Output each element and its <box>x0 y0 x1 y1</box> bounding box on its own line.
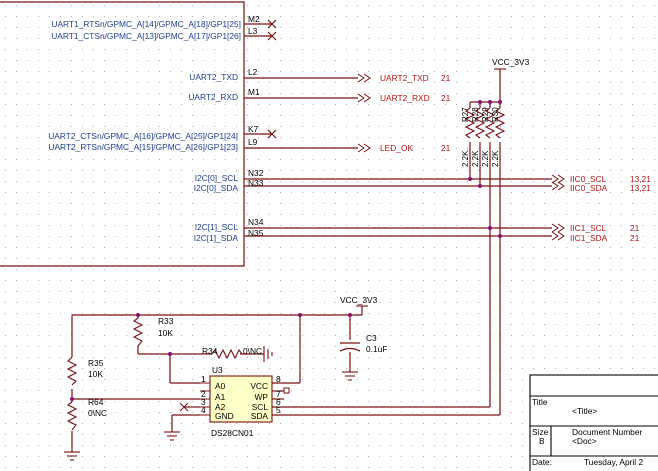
u3-pin-num-5: 5 <box>276 405 281 415</box>
u3-pin-num-4: 4 <box>201 405 206 415</box>
r34-value: 0\NC <box>243 346 262 356</box>
pin-number-n32: N32 <box>248 168 264 178</box>
u3-pin-num-1: 1 <box>201 374 206 384</box>
offpage-arrows <box>357 73 565 241</box>
offpage-iic1-scl: IIC1_SCL <box>570 223 607 233</box>
pin-label-uart2-rxd: UART2_RXD <box>188 92 238 102</box>
pin-number-l3: L3 <box>248 26 258 36</box>
lower-resistors <box>66 317 243 431</box>
r33-ref: R33 <box>158 316 174 326</box>
u3-pin-name-vcc: VCC <box>250 381 268 391</box>
pin-number-l2: L2 <box>248 67 258 77</box>
pin-number-m2: M2 <box>248 14 260 24</box>
offpage-iic0-scl-page: 13,21 <box>630 174 651 184</box>
pullup-r30-value: 2.2K <box>491 150 500 167</box>
power-stubs <box>356 68 506 307</box>
offpage-iic0-sda-page: 13,21 <box>630 183 651 193</box>
pin-label-i2c1-scl: I2C[1]_SCL <box>195 222 239 232</box>
r35-value: 10K <box>88 369 103 379</box>
r34-ref: R34 <box>202 346 218 356</box>
pin-number-n33: N33 <box>248 178 264 188</box>
r35-ref: R35 <box>88 358 104 368</box>
pin-label-i2c0-sda: I2C[0]_SDA <box>194 183 239 193</box>
u3-pin-name-sda: SDA <box>251 411 269 421</box>
pullup-r30-ref: R30 <box>491 107 500 122</box>
pin-number-l9: L9 <box>248 137 258 147</box>
pullup-r29-value: 2.2K <box>481 150 490 167</box>
offpage-led-ok: LED_OK <box>380 143 413 153</box>
ground-symbols <box>64 346 358 461</box>
pin-number-n35: N35 <box>248 228 264 238</box>
junction-dots <box>70 100 502 401</box>
offpage-iic1-sda: IIC1_SDA <box>570 233 608 243</box>
pullup-resistors <box>464 107 506 139</box>
c3-ref: C3 <box>366 333 377 343</box>
pin-label-uart2-rts: UART2_RTSn/GPMC_A[15]/GPMC_A[26]/GP1[23] <box>48 142 238 152</box>
pin-stubs <box>244 23 300 237</box>
pullup-r27-ref: R27 <box>461 107 470 122</box>
size-value: B <box>539 436 545 446</box>
offpage-iic0-scl: IIC0_SCL <box>570 174 607 184</box>
pin-number-k7: K7 <box>248 124 259 134</box>
u3-pin-name-a1: A1 <box>215 392 226 402</box>
pin-label-uart1-cts: UART1_CTSn/GPMC_A[13]/GPMC_A[17]/GP1[26] <box>51 31 241 41</box>
offpage-uart2-rxd: UART2_RXD <box>380 93 430 103</box>
u3-pin-num-3: 3 <box>201 397 206 407</box>
offpage-iic0-sda: IIC0_SDA <box>570 183 608 193</box>
offpage-iic1-sda-page: 21 <box>630 233 640 243</box>
date-label: Date: <box>532 457 552 467</box>
title-label: Title <box>532 397 548 407</box>
r64-ref: R64 <box>88 397 104 407</box>
offpage-uart2-txd: UART2_TXD <box>380 73 429 83</box>
nets <box>71 69 552 452</box>
document-number-value: <Doc> <box>572 436 597 446</box>
offpage-led-ok-page: 21 <box>441 143 451 153</box>
pin-label-uart2-cts: UART2_CTSn/GPMC_A[16]/GPMC_A[25]/GP1[24] <box>48 131 238 141</box>
pin-label-uart1-rts: UART1_RTSn/GPMC_A[14]/GPMC_A[18]/GP1[25] <box>51 19 241 29</box>
pullup-r28-value: 2.2K <box>471 150 480 167</box>
u3-pin-num-6: 6 <box>276 397 281 407</box>
u3-pin-name-a2: A2 <box>215 402 226 412</box>
nc-markers <box>267 19 277 139</box>
pullup-r29-ref: R29 <box>481 107 490 122</box>
power-label-vcc-mid: VCC_3V3 <box>340 295 378 305</box>
offpage-uart2-rxd-page: 21 <box>441 93 451 103</box>
c3-value: 0.1uF <box>366 344 387 354</box>
pin-number-n34: N34 <box>248 217 264 227</box>
pin-number-m1: M1 <box>248 87 260 97</box>
offpage-iic1-scl-page: 21 <box>630 223 640 233</box>
u3-pin-name-gnd: GND <box>215 411 234 421</box>
pin-label-i2c1-sda: I2C[1]_SDA <box>194 233 239 243</box>
u3-eeprom <box>179 375 290 423</box>
u3-part: DS28CN01 <box>211 428 254 438</box>
title-value: <Title> <box>572 406 597 416</box>
u3-pin-num-8: 8 <box>276 374 281 384</box>
document-number-label: Document Number <box>572 427 642 437</box>
u3-pin-name-wp: WP <box>255 392 269 402</box>
capacitor-c3 <box>339 342 361 352</box>
date-value: Tuesday, April 2 <box>584 457 643 467</box>
offpage-uart2-txd-page: 21 <box>441 73 451 83</box>
pullup-r27-value: 2.2K <box>461 150 470 167</box>
pullup-r28-ref: R28 <box>471 107 480 122</box>
u3-ref: U3 <box>212 365 223 375</box>
title-block <box>529 374 658 471</box>
u3-pin-name-a0: A0 <box>215 381 226 391</box>
pin-label-uart2-txd: UART2_TXD <box>189 72 238 82</box>
r64-value: 0\NC <box>88 408 107 418</box>
u3-pin-num-7: 7 <box>276 389 281 399</box>
pin-label-i2c0-scl: I2C[0]_SCL <box>195 173 239 183</box>
power-label-vcc-top: VCC_3V3 <box>492 57 530 67</box>
u3-pin-num-2: 2 <box>201 389 206 399</box>
r33-value: 10K <box>158 328 173 338</box>
u3-pin-name-scl: SCL <box>252 402 269 412</box>
size-label: Size <box>532 427 549 437</box>
